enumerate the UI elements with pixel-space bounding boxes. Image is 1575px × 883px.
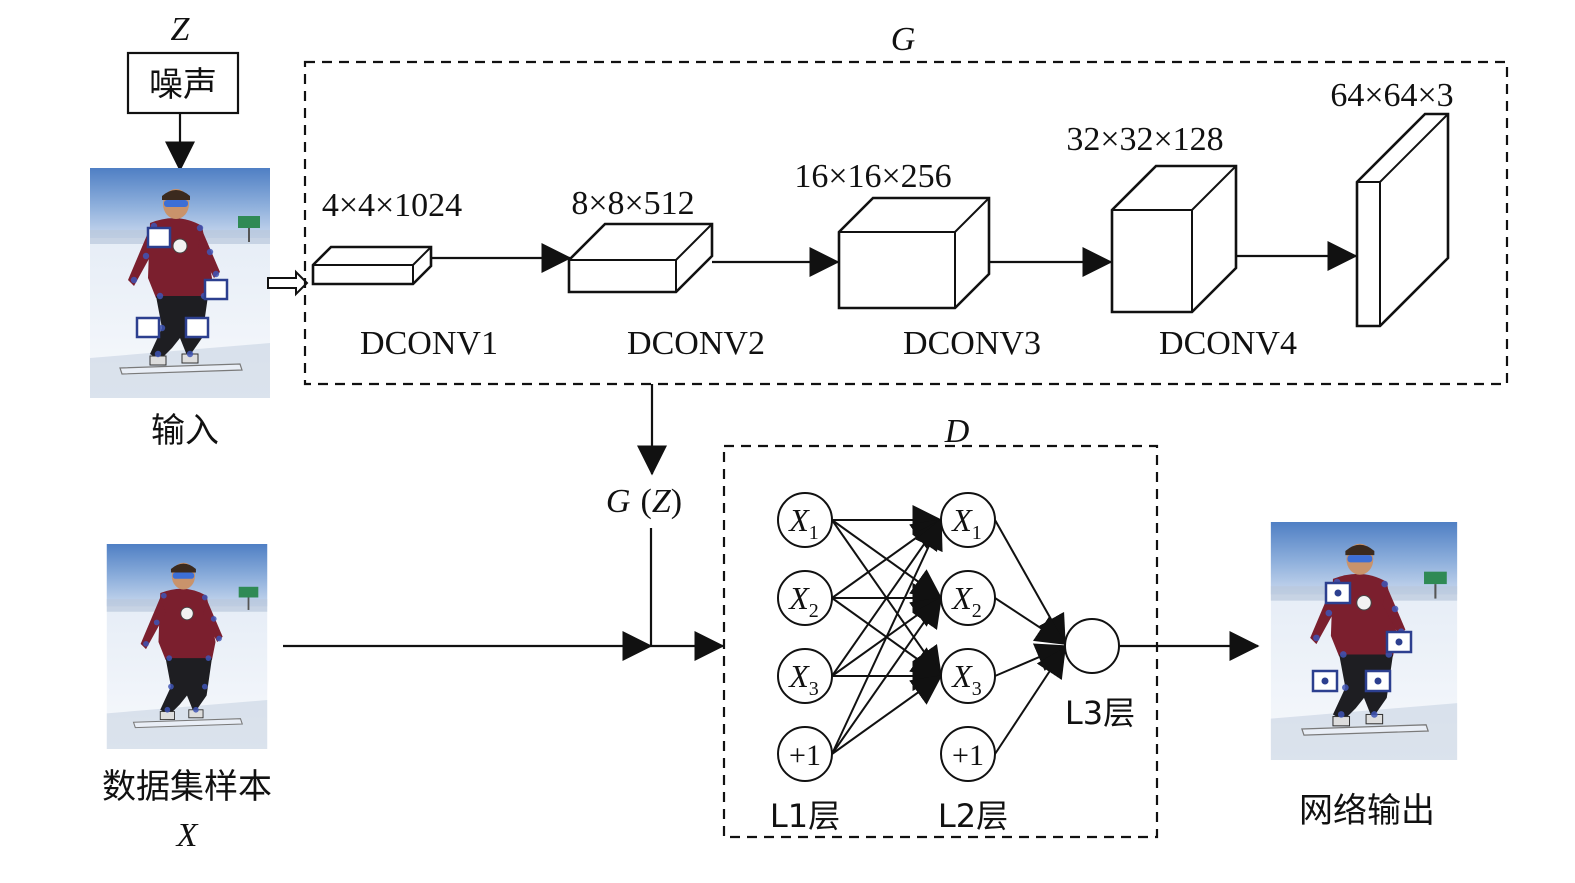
l2-node-2: X2: [940, 570, 996, 626]
gz-z: Z: [652, 483, 672, 520]
l3-node: [1064, 618, 1120, 674]
svg-text:X1: X1: [950, 502, 982, 544]
layer-block-dconv1: [311, 245, 433, 286]
layer-block-dconv2: [567, 222, 714, 294]
l1-node-1: X1: [777, 492, 833, 548]
gz-g: G: [606, 483, 631, 520]
l3-label: L3层: [1065, 694, 1135, 732]
generator-var-label: G: [891, 21, 916, 58]
discriminator-var-label: D: [944, 413, 970, 450]
layer-dims-2: 8×8×512: [571, 185, 694, 222]
output-caption: 网络输出: [1299, 791, 1435, 831]
dataset-var-label: X: [175, 817, 199, 854]
layer-dims-1: 4×4×1024: [322, 187, 462, 224]
svg-text:X1: X1: [787, 502, 819, 544]
input-to-generator-arrow: [267, 269, 309, 297]
layer-dims-3: 16×16×256: [794, 158, 951, 195]
noise-box: [126, 51, 240, 115]
layer-dims-5: 64×64×3: [1330, 77, 1453, 114]
output-keypoints: [1311, 581, 1413, 693]
input-caption: 输入: [151, 411, 219, 451]
generator-box: [303, 60, 1509, 386]
input-keypoints: [135, 226, 229, 339]
svg-text:X2: X2: [950, 580, 982, 622]
l1-node-3: X3: [777, 648, 833, 704]
layer-name-1: DCONV1: [360, 325, 498, 362]
l1-label: L1层: [770, 797, 840, 835]
dataset-photo: [106, 544, 268, 749]
l1-l2-connections: [831, 505, 943, 755]
l1-node-2: X2: [777, 570, 833, 626]
layer-block-dconv3: [837, 196, 991, 310]
l2-node-1: X1: [940, 492, 996, 548]
layer-dims-4: 32×32×128: [1066, 121, 1223, 158]
discriminator-box: [722, 444, 1159, 839]
svg-text:X2: X2: [787, 580, 819, 622]
l1-node-bias: +1: [777, 726, 833, 782]
layer-name-4: DCONV4: [1159, 325, 1297, 362]
layer-name-2: DCONV2: [627, 325, 765, 362]
dataset-caption: 数据集样本: [102, 767, 272, 807]
gz-label: G(Z): [606, 483, 682, 520]
l2-label: L2层: [938, 797, 1008, 835]
l2-node-3: X3: [940, 648, 996, 704]
layer-block-dconv4: [1110, 164, 1238, 314]
layer-name-3: DCONV3: [903, 325, 1041, 362]
l2-l3-connections: [994, 519, 1067, 755]
output-photo: [1270, 522, 1458, 760]
svg-text:X3: X3: [787, 658, 819, 700]
input-photo: [90, 168, 270, 398]
svg-text:X3: X3: [950, 658, 982, 700]
layer-block-output: [1355, 112, 1450, 328]
noise-label: 噪声: [149, 65, 217, 105]
l2-node-bias: +1: [940, 726, 996, 782]
noise-var-label: Z: [171, 11, 191, 48]
svg-text:+1: +1: [789, 739, 821, 772]
svg-text:+1: +1: [952, 739, 984, 772]
